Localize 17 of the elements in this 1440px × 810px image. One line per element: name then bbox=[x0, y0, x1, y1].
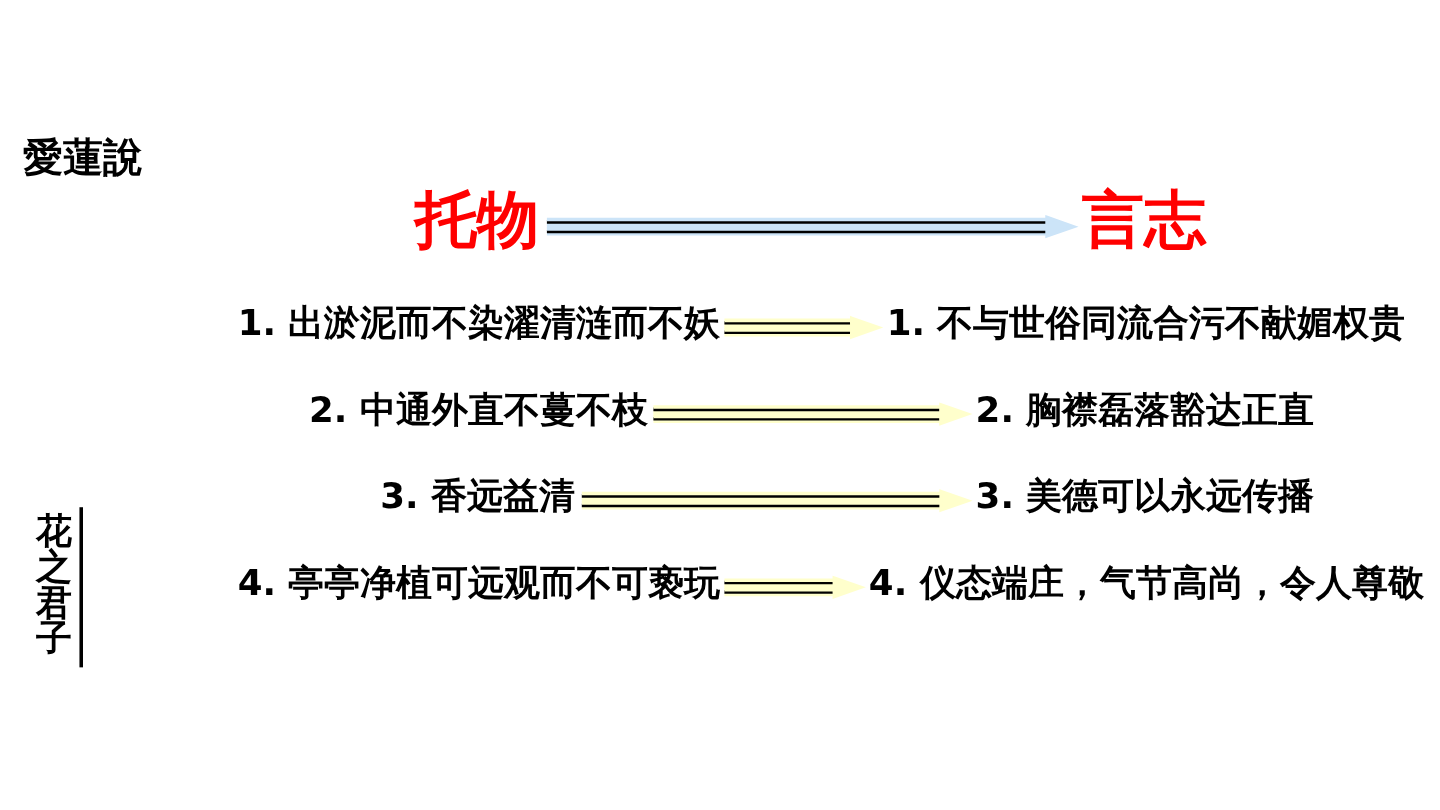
label: 花之君子 bbox=[35, 509, 72, 658]
arrow bbox=[581, 488, 973, 512]
node-text: 言志 bbox=[1081, 183, 1206, 256]
arrow bbox=[546, 214, 1079, 238]
node-text: 1. 出淤泥而不染濯清涟而不妖 bbox=[237, 301, 721, 343]
node-text: 3. 美德可以永远传播 bbox=[975, 474, 1315, 516]
node-text: 2. 胸襟磊落豁达正直 bbox=[975, 388, 1315, 430]
node-text: 4. 亭亭净植可远观而不可亵玩 bbox=[237, 561, 721, 603]
arrow bbox=[724, 575, 866, 599]
node-text: 托物 bbox=[415, 183, 540, 256]
node-text: 1. 不与世俗同流合污不献媚权贵 bbox=[886, 301, 1406, 343]
arrow bbox=[653, 401, 973, 426]
node-text: 3. 香远益清 bbox=[380, 474, 575, 516]
node-text: 4. 仪态端庄，气节高尚，令人尊敬 bbox=[868, 561, 1424, 603]
node-text: 2. 中通外直不蔓不枝 bbox=[308, 388, 648, 430]
arrow bbox=[724, 315, 884, 339]
diagram-title: 愛蓮說 bbox=[23, 133, 144, 181]
